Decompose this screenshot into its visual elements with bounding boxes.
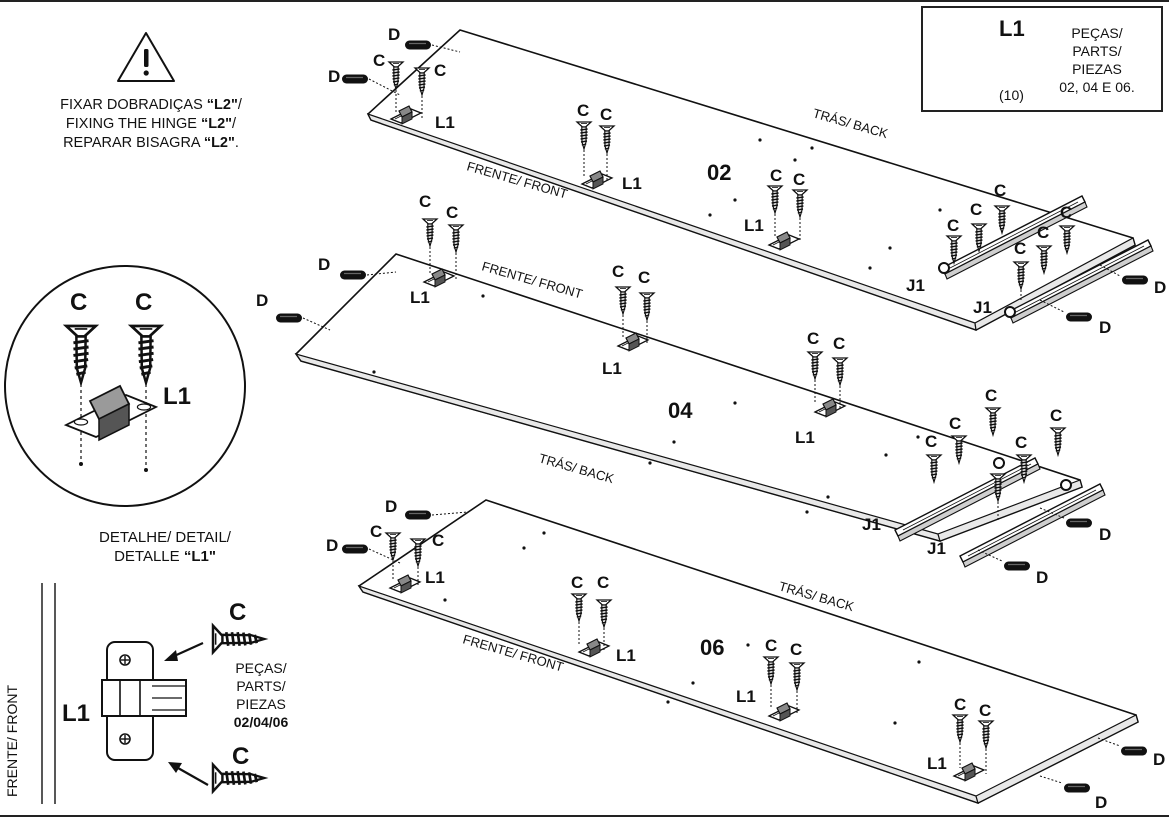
panel-04-dowel-label: D	[1036, 568, 1048, 587]
panel-04-screw-label: C	[1050, 406, 1062, 425]
panel-02-number: 02	[707, 160, 731, 185]
zoom-screw-label: C	[70, 289, 87, 316]
panel-02-screw-label: C	[577, 101, 589, 120]
panel-06-screw-label: C	[432, 531, 444, 550]
panel-04-screw-label: C	[949, 414, 961, 433]
panel-04-screw-label: C	[446, 203, 458, 222]
panel-06-screw-label: C	[790, 640, 802, 659]
panel-04-dowel-label: D	[318, 255, 330, 274]
panel-02-dowel-label: D	[328, 67, 340, 86]
detail-caption: DETALHE/ DETAIL/ DETALLE “L1"	[99, 529, 231, 565]
panel-04-back-label: TRÁS/ BACK	[537, 450, 616, 486]
zoom-screw-label: C	[135, 289, 152, 316]
panel-02-hinge-label: L1	[744, 216, 764, 235]
panel-04-screw-label: C	[612, 262, 624, 281]
panel-02-screw-label: C	[373, 51, 385, 70]
panel-06-dowel-label: D	[326, 536, 338, 555]
panel-06-screw-label: C	[370, 522, 382, 541]
warning-icon	[117, 32, 175, 82]
panel-06-dowel-label: D	[1095, 793, 1107, 812]
panel-04-hinge-label: L1	[795, 428, 815, 447]
detail-screw-label: C	[232, 743, 249, 770]
parts-legend-box: L1 (10) PEÇAS/ PARTS/ PIEZAS 02, 04 E 06…	[921, 6, 1163, 112]
hinge-zoom-circle: C C L1	[4, 265, 246, 507]
bottom-border	[0, 815, 1169, 817]
panel-04-screw-label: C	[807, 329, 819, 348]
warning-line-es: REPARAR BISAGRA “L2".	[63, 135, 239, 151]
panel-02-hinge-label: L1	[622, 174, 642, 193]
panel-02-hinge-label: L1	[435, 113, 455, 132]
detail-front-label: FRENTE/ FRONT	[4, 685, 20, 797]
panel-02-screw-label: C	[793, 170, 805, 189]
panel-06-screw-label: C	[765, 636, 777, 655]
panel-02-screw-label: C	[947, 216, 959, 235]
panel-06-hinge-label: L1	[616, 646, 636, 665]
panel-06-dowel-label: D	[1153, 750, 1165, 769]
panel-04-screw-label: C	[638, 268, 650, 287]
panel-06: D D D D C C C C C C C C L1 L1 L1 L1 06 F…	[326, 497, 1165, 812]
panel-04-slide-label: J1	[862, 515, 881, 534]
panel-02-screw-label: C	[600, 105, 612, 124]
panel-04-slide-label: J1	[927, 539, 946, 558]
panel-04-screw-label: C	[985, 386, 997, 405]
top-border	[0, 0, 1169, 2]
panel-02-slide-label: J1	[906, 276, 925, 295]
panel-04-hinge-label: L1	[602, 359, 622, 378]
detail-hinge-art	[41, 583, 266, 804]
panel-06-hinge-label: L1	[425, 568, 445, 587]
panel-02-back-label: TRÁS/ BACK	[811, 105, 890, 141]
panel-02-slide-label: J1	[973, 298, 992, 317]
detail-hinge-label: L1	[62, 700, 90, 727]
panel-06-hinge-label: L1	[736, 687, 756, 706]
panel-02-screw-label: C	[970, 200, 982, 219]
panel-04-hinge-label: L1	[410, 288, 430, 307]
panel-06-number: 06	[700, 635, 724, 660]
panel-02-dowel-label: D	[1099, 318, 1111, 337]
warning-text: FIXAR DOBRADIÇAS “L2"/ FIXING THE HINGE …	[14, 96, 288, 153]
panel-04-screw-label: C	[833, 334, 845, 353]
panel-02-screw-label: C	[1014, 239, 1026, 258]
panel-02-screw-label: C	[1037, 223, 1049, 242]
warning-line-en: FIXING THE HINGE “L2"/	[65, 116, 237, 132]
warning-line-pt: FIXAR DOBRADIÇAS “L2"/	[60, 97, 242, 113]
panel-06-screw-label: C	[597, 573, 609, 592]
panel-02-screw-label: C	[1060, 203, 1072, 222]
legend-part-label: L1	[999, 16, 1025, 41]
panel-02-dowel-label: D	[388, 25, 400, 44]
panel-06-screw-label: C	[979, 701, 991, 720]
panel-06-screw-label: C	[954, 695, 966, 714]
panel-02-dowel-label: D	[1154, 278, 1166, 297]
panel-06-dowel-label: D	[385, 497, 397, 516]
panel-04-screw-label: C	[419, 192, 431, 211]
panel-06-screw-label: C	[571, 573, 583, 592]
panel-02-screw-label: C	[770, 166, 782, 185]
panel-04-screw-label: C	[1015, 433, 1027, 452]
panel-04-screw-label: C	[925, 432, 937, 451]
zoom-hinge-label: L1	[163, 383, 191, 410]
panel-02-screw-label: C	[434, 61, 446, 80]
panel-06-hinge-label: L1	[927, 754, 947, 773]
panel-04-dowel-label: D	[256, 291, 268, 310]
panel-02-screw-label: C	[994, 181, 1006, 200]
detail-screw-label: C	[229, 599, 246, 626]
detail-parts-text: PEÇAS/ PARTS/ PIEZAS 02/04/06	[233, 660, 289, 730]
legend-quantity: (10)	[999, 87, 1024, 103]
panel-04-number: 04	[668, 398, 693, 423]
panel-04-dowel-label: D	[1099, 525, 1111, 544]
legend-parts-text: PEÇAS/ PARTS/ PIEZAS 02, 04 E 06.	[1059, 25, 1135, 95]
